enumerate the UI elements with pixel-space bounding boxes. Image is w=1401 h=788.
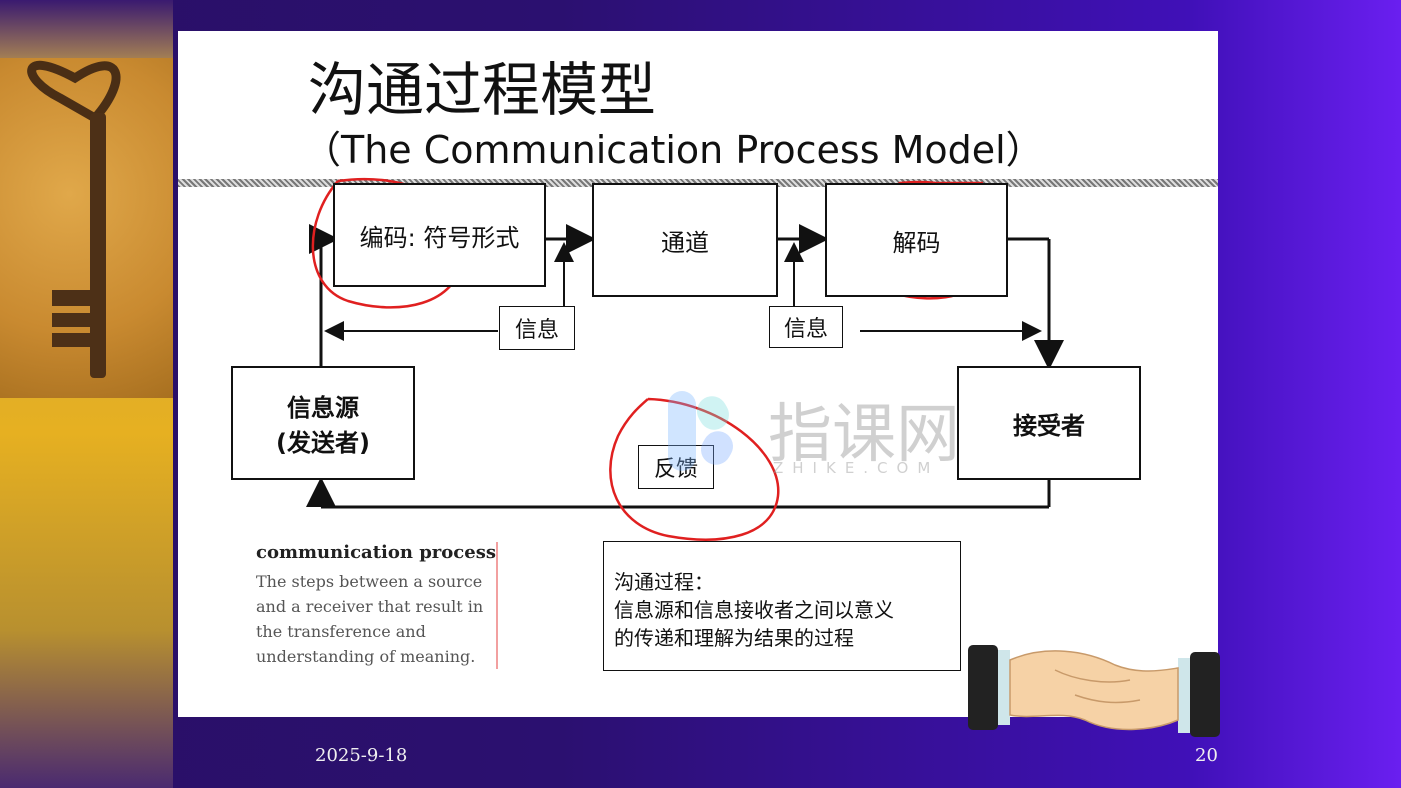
feedback-text: 反馈 <box>654 451 698 483</box>
watermark-text: 指课网 <box>768 398 960 472</box>
definition-line: and a receiver that result in <box>256 597 484 616</box>
feedback-label: 反馈 <box>638 445 714 489</box>
channel-label: 通道 <box>661 228 709 257</box>
decode-label: 解码 <box>892 228 941 257</box>
slide-subtitle: （The Communication Process Model） <box>303 128 1044 172</box>
footer-date: 2025-9-18 <box>315 745 408 766</box>
decode-box: 解码 <box>825 183 1008 297</box>
definition-text: The steps between a source and a receive… <box>256 569 496 669</box>
channel-box: 通道 <box>592 183 778 297</box>
red-circle-feedback <box>609 397 780 541</box>
receiver-label: 接受者 <box>1013 411 1085 440</box>
slide: 沟通过程模型 （The Communication Process Model） <box>178 31 1218 717</box>
definition-line: understanding of meaning. <box>256 647 476 666</box>
footer-page-number: 20 <box>1195 745 1218 766</box>
handshake-icon <box>968 645 1220 737</box>
receiver-box: 接受者 <box>957 366 1141 480</box>
definition-cn-line: 沟通过程： <box>614 570 714 594</box>
definition-line: The steps between a source <box>256 572 483 591</box>
watermark-logo-icon <box>668 391 733 471</box>
diagram-connectors <box>306 177 1064 541</box>
slide-title: 沟通过程模型 <box>308 56 657 124</box>
watermark-domain: ZHIKE.COM <box>773 459 940 477</box>
watermark: 指课网 ZHIKE.COM <box>658 381 978 481</box>
encode-label: 编码: 符号形式 <box>359 223 520 252</box>
source-box: 信息源 (发送者) <box>231 366 415 480</box>
definition-term: communication process <box>256 542 496 563</box>
message-label-right: 信息 <box>769 306 843 348</box>
definition-cn-line: 信息源和信息接收者之间以意义 <box>614 598 894 622</box>
definition-en: communication process The steps between … <box>256 542 498 669</box>
source-sublabel: (发送者) <box>276 429 370 457</box>
source-label: 信息源 <box>287 394 359 422</box>
key-image <box>0 58 173 398</box>
message-label-left: 信息 <box>499 306 575 350</box>
message-text-left: 信息 <box>514 318 559 343</box>
encode-box: 编码: 符号形式 <box>333 183 546 287</box>
definition-line: the transference and <box>256 622 426 641</box>
message-text-right: 信息 <box>783 317 828 342</box>
definition-cn: 沟通过程： 信息源和信息接收者之间以意义 的传递和理解为结果的过程 <box>603 541 961 671</box>
definition-cn-line: 的传递和理解为结果的过程 <box>614 626 854 650</box>
key-icon <box>27 60 121 378</box>
